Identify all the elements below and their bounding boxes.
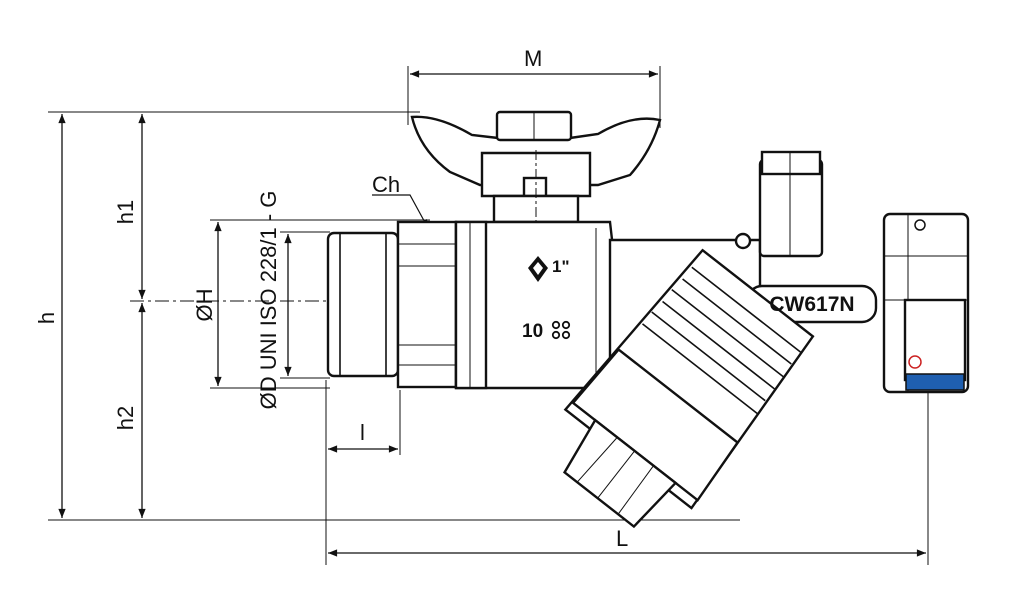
diamond-logo-icon (528, 256, 548, 282)
hex-ch (396, 220, 458, 389)
label-l-small: l (360, 420, 365, 445)
marking-size: 1" (552, 257, 570, 276)
label-od-thread: ØD UNI ISO 228/1 - G (256, 191, 281, 410)
valve-body (326, 110, 970, 529)
marking-material: CW617N (769, 293, 854, 316)
label-oh: ØH (192, 289, 217, 322)
male-thread (326, 231, 400, 378)
body-markings: 1" 10 CW617N (522, 257, 855, 342)
strainer-barrel (562, 248, 815, 529)
label-h1: h1 (113, 200, 138, 224)
dimension-labels: M Ch h1 h h2 ØH ØD UNI ISO 228/1 - G l L (34, 46, 628, 551)
label-h2: h2 (113, 406, 138, 430)
seal-accent (905, 373, 965, 391)
label-ch: Ch (372, 172, 400, 197)
dimension-lines (48, 66, 929, 565)
label-m: M (524, 46, 542, 71)
quatrefoil-icon (551, 320, 571, 340)
label-h: h (34, 312, 59, 324)
label-l-total: L (616, 526, 628, 551)
marking-pn: 10 (522, 321, 543, 342)
